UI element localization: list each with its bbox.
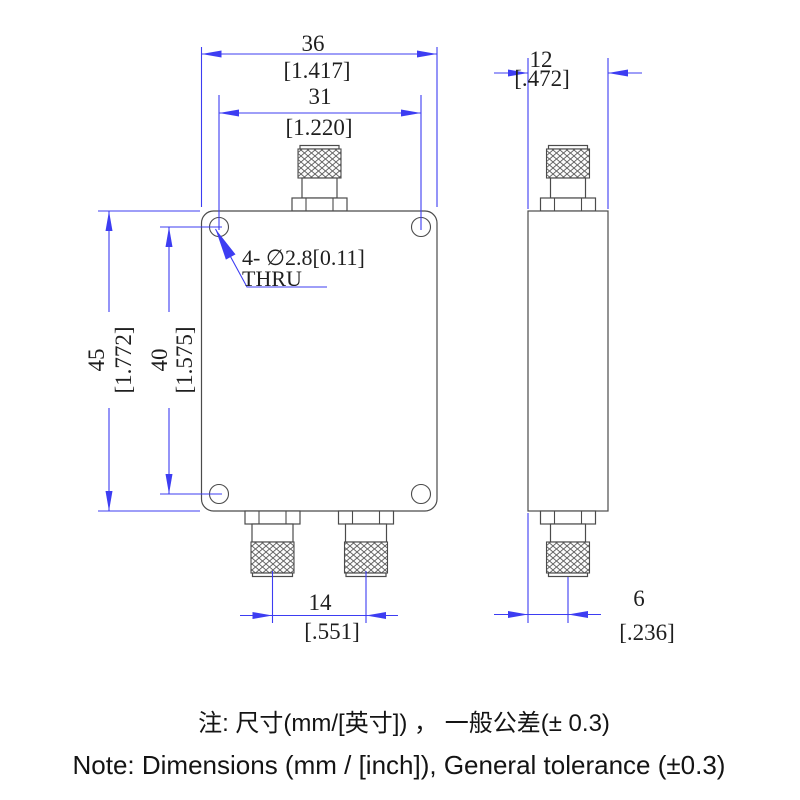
- dim-value-inch: [.472]: [514, 66, 570, 91]
- side-top-sma-connector: [539, 144, 597, 212]
- arrowhead: [219, 109, 239, 117]
- side-bottom-sma-connector: [539, 510, 597, 578]
- arrowhead: [401, 109, 421, 117]
- dim-body-width: 36 [1.417]: [200, 31, 438, 207]
- arrowhead: [252, 612, 273, 619]
- dim-body-depth: 12 [.472]: [494, 47, 642, 209]
- arrowhead: [105, 211, 113, 231]
- dim-port-spacing: 14 [.551]: [240, 571, 398, 644]
- note-chinese: 注: 尺寸(mm/[英寸]) ， 一般公差(± 0.3): [198, 710, 610, 737]
- callout-thru: THRU: [242, 266, 302, 291]
- dim-port-offset: 6 [.236]: [494, 513, 675, 645]
- arrowhead: [201, 50, 222, 58]
- dim-value-inch: [1.220]: [285, 115, 352, 140]
- connector-threads: [343, 541, 389, 574]
- connector-flange-lines: [553, 198, 583, 211]
- arrowhead: [165, 474, 173, 494]
- arrowhead: [608, 69, 628, 77]
- side-body: [527, 210, 609, 512]
- dim-value-mm: 12: [530, 47, 553, 72]
- leader-arrowhead: [215, 229, 236, 260]
- connector-threads: [545, 148, 591, 179]
- front-top-sma-connector: [291, 144, 348, 212]
- dim-value-mm: 14: [309, 590, 333, 615]
- connector-flange-lines: [305, 198, 334, 211]
- connector-threads: [297, 148, 342, 179]
- extension-lines: [218, 95, 422, 230]
- connector-flange-lines: [553, 511, 583, 524]
- dim-hole-span-y: 40 [1.575]: [147, 226, 222, 495]
- side-view: [527, 144, 609, 578]
- dim-value-mm: 40: [147, 349, 172, 372]
- connector-flange: [337, 510, 395, 525]
- connector-barrel: [344, 523, 388, 543]
- arrowhead: [165, 227, 173, 247]
- arrowhead: [508, 611, 528, 618]
- front-body: [200, 210, 438, 512]
- dim-value-mm: 31: [309, 84, 332, 109]
- extension-lines: [271, 571, 367, 623]
- extension-lines: [200, 47, 438, 207]
- dim-body-height: 45 [1.772]: [84, 210, 200, 512]
- connector-flange-lines: [258, 511, 287, 524]
- front-bottom-right-sma-connector: [337, 510, 395, 578]
- front-view: [200, 144, 438, 578]
- dim-value-mm: 36: [302, 31, 325, 56]
- extension-lines: [527, 513, 569, 623]
- connector-cap: [547, 572, 589, 578]
- connector-flange: [539, 510, 597, 525]
- extension-lines: [527, 58, 609, 209]
- connector-flange: [244, 510, 301, 525]
- hole-callout: 4- ∅2.8[0.11] THRU: [215, 228, 365, 291]
- dim-value-mm: 6: [633, 586, 645, 611]
- connector-barrel: [301, 177, 338, 199]
- arrowhead: [568, 611, 588, 618]
- dim-value-inch: [.551]: [304, 619, 360, 644]
- callout-diameter: 4- ∅2.8[0.11]: [242, 245, 365, 270]
- dim-value-inch: [1.772]: [111, 326, 136, 393]
- dim-value-inch: [1.417]: [283, 58, 350, 83]
- extension-lines: [160, 226, 222, 495]
- extension-lines: [98, 210, 200, 512]
- dim-value-inch: [.236]: [619, 620, 675, 645]
- dim-value-inch: [1.575]: [172, 326, 197, 393]
- connector-flange: [291, 197, 348, 212]
- arrowhead: [366, 612, 386, 619]
- connector-barrel: [549, 177, 587, 199]
- connector-threads: [545, 541, 591, 574]
- front-bottom-left-sma-connector: [244, 510, 301, 578]
- arrowhead: [417, 50, 437, 58]
- connector-flange-lines: [351, 511, 381, 524]
- note-english: Note: Dimensions (mm / [inch]), General …: [73, 750, 726, 780]
- connector-flange: [539, 197, 597, 212]
- mounting-hole-bottom-right: [410, 483, 432, 505]
- dim-value-mm: 45: [84, 349, 109, 372]
- connector-barrel: [549, 523, 587, 543]
- arrowhead: [105, 491, 113, 511]
- dim-hole-span-x: 31 [1.220]: [218, 84, 422, 230]
- arrowhead: [508, 69, 528, 77]
- connector-barrel: [251, 523, 294, 543]
- connector-threads: [250, 541, 295, 574]
